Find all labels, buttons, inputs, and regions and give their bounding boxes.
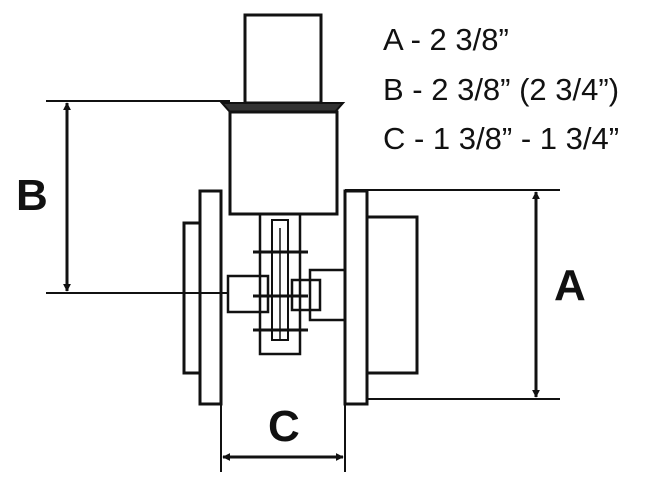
left-trim-back (182, 221, 202, 375)
cam-mechanism (226, 212, 347, 356)
dim-a-label: A (554, 261, 586, 310)
right-mounting-plate (343, 189, 369, 406)
spec-b: B - 2 3/8” (2 3/4”) (383, 72, 620, 107)
spec-a: A - 2 3/8” (383, 22, 509, 57)
dim-b-label: B (16, 171, 48, 220)
dim-c-label: C (268, 402, 300, 451)
cylinder-body (228, 110, 339, 216)
left-mounting-plate (198, 189, 223, 406)
cylinder-plug (243, 13, 323, 105)
right-housing (365, 215, 419, 375)
spec-c: C - 1 3/8” - 1 3/4” (383, 121, 620, 156)
